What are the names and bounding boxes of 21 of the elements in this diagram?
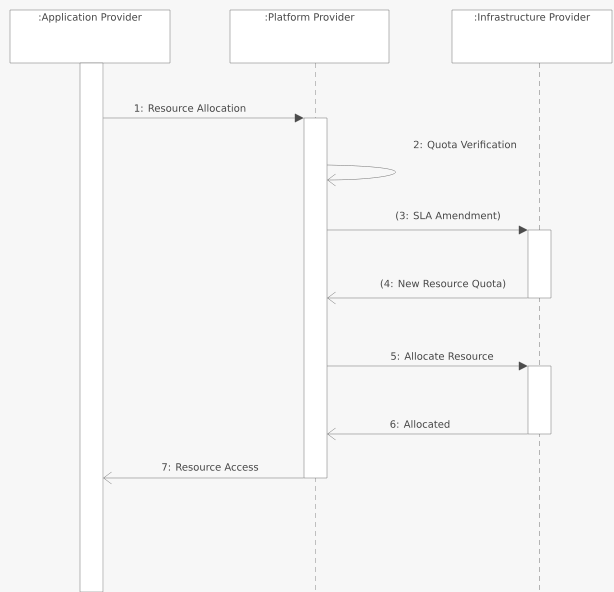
message-label: (4: New Resource Quota) xyxy=(380,280,506,288)
message-arrow xyxy=(327,428,528,440)
lifeline-header-box: :Platform Provider xyxy=(230,10,390,64)
lifeline-header-box: :Application Provider xyxy=(10,10,170,64)
message-label: 7: Resource Access xyxy=(162,463,258,471)
activation-bar xyxy=(528,230,552,298)
message-arrow xyxy=(327,362,528,370)
message-label: 6: Allocated xyxy=(390,420,450,428)
message-arrow xyxy=(103,114,304,122)
activation-bar xyxy=(528,366,552,434)
activation-bar xyxy=(304,118,328,478)
message-label: (3: SLA Amendment) xyxy=(396,212,500,220)
self-message-arrow xyxy=(327,164,396,186)
message-arrow xyxy=(103,472,304,484)
message-arrow xyxy=(327,226,528,234)
message-label: 2: Quota Verification xyxy=(414,140,516,150)
message-label: 1: Resource Allocation xyxy=(134,104,246,112)
activation-bar xyxy=(80,62,104,592)
lifeline-header-box: :Infrastructure Provider xyxy=(452,10,612,64)
message-label: 5: Allocate Resource xyxy=(391,352,494,360)
message-arrow xyxy=(327,292,528,304)
